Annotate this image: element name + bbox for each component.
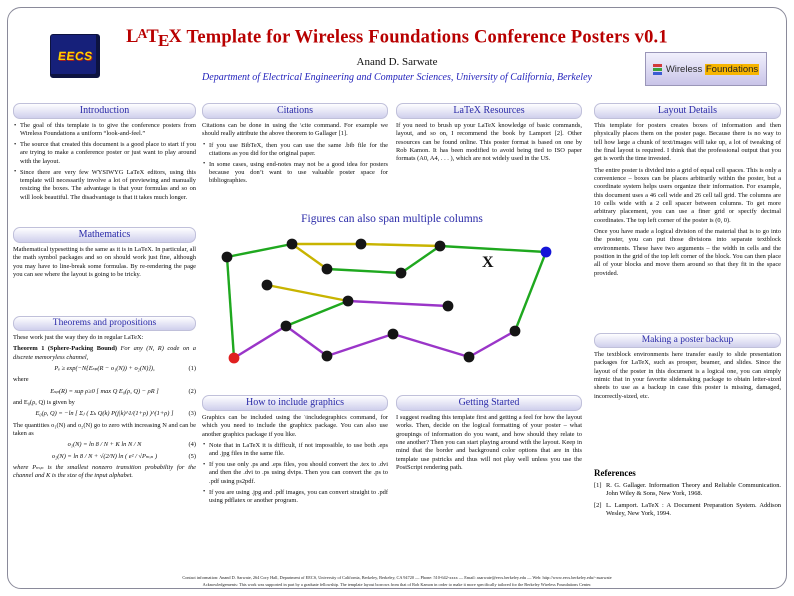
references-header: References	[594, 468, 636, 478]
theorems-where: where	[13, 376, 29, 384]
latex-logo: LATEX	[126, 26, 183, 51]
equation-2: Eₛₚ(R) = sup ρ≥0 [ max Q E₀(ρ, Q) − ρR ]…	[50, 387, 196, 395]
citations-header: Citations	[202, 103, 388, 119]
graphics-bullet: If you use only .ps and .eps files, you …	[202, 461, 388, 486]
layout-details-paragraph: Once you have made a logical division of…	[594, 227, 781, 277]
equation-5: o₂(N) = ln 8 / N + √(2/N) ln ( e² / √Pₘᵢ…	[51, 452, 196, 460]
box-getting-started: Getting Started I suggest reading this t…	[396, 395, 582, 475]
introduction-header: Introduction	[13, 103, 196, 119]
poster-backup-text: The textblock environments here transfer…	[594, 351, 781, 400]
theorems-intro: These work just the way they do in regul…	[13, 334, 144, 341]
layout-details-header: Layout Details	[594, 103, 781, 119]
equation-1: Pₑ ≥ exp(−N{Eₛₚ(R − o₁(N)) + o₂(N)}),(1)	[54, 364, 196, 372]
box-latex-resources: LaTeX Resources If you need to brush up …	[396, 103, 582, 167]
mathematics-header: Mathematics	[13, 227, 196, 243]
box-mathematics: Mathematics Mathematical typesetting is …	[13, 227, 196, 282]
author-name: Anand D. Sarwate	[356, 56, 438, 68]
theorems-footnote: where Pₘᵢₙ is the smallest nonzero trans…	[13, 463, 196, 480]
graphics-header: How to include graphics	[202, 395, 388, 411]
citations-text: Citations can be done in using the \cite…	[202, 122, 388, 138]
wf-logo-text: Wireless Foundations	[665, 63, 760, 75]
eecs-logo: EECS	[50, 34, 100, 78]
layout-details-paragraph: This template for posters creates boxes …	[594, 122, 781, 163]
wf-logo-mosaic-icon	[652, 63, 662, 75]
graphics-text: Graphics can be included using the \incl…	[202, 414, 388, 438]
intro-bullet: The source that created this document is…	[13, 141, 196, 166]
mathematics-text: Mathematical typesetting is the same as …	[13, 246, 196, 278]
layout-details-paragraph: The entire poster is divided into a grid…	[594, 166, 781, 224]
equation-4: o₁(N) = ln 8 / N + K ln N / N(4)	[67, 441, 196, 449]
theorems-quantities: The quantities o₁(N) and o₂(N) go to zer…	[13, 421, 196, 437]
graph-figure: X	[212, 234, 574, 386]
box-poster-backup: Making a poster backup The textblock env…	[594, 333, 781, 404]
author-affiliation: Department of Electrical Engineering and…	[202, 72, 592, 83]
graphics-bullet: If you are using .jpg and .pdf images, y…	[202, 488, 388, 506]
figures-banner: Figures can also span multiple columns	[301, 213, 483, 225]
citations-bullet: In some cases, using end-notes may not b…	[202, 160, 388, 186]
theorems-and: and E₀(ρ, Q) is given by	[13, 398, 75, 406]
svg-text:X: X	[482, 254, 494, 271]
citations-bullet: If you use BibTeX, then you can use the …	[202, 141, 388, 159]
reference-entry: [1] R. G. Gallager. Information Theory a…	[594, 482, 781, 498]
latex-resources-text: If you need to brush up your LaTeX knowl…	[396, 122, 582, 163]
getting-started-header: Getting Started	[396, 395, 582, 411]
theorem-statement: Theorem 1 (Sphere-Packing Bound) For any…	[13, 345, 196, 361]
box-theorems: Theorems and propositions These work jus…	[13, 316, 196, 484]
box-citations: Citations Citations can be done in using…	[202, 103, 388, 188]
footer-acknowledgements-line: Acknowledgements: This work was supporte…	[202, 582, 592, 587]
poster-title-text: Template for Wireless Foundations Confer…	[182, 27, 668, 48]
box-references: References [1] R. G. Gallager. Informati…	[594, 468, 781, 521]
graphics-bullet: Note that in LaTeX it is difficult, if n…	[202, 441, 388, 459]
eecs-logo-text: EECS	[56, 49, 94, 63]
box-layout-details: Layout Details This template for posters…	[594, 103, 781, 281]
reference-entry: [2] L. Lamport. LaTeX : A Document Prepa…	[594, 501, 781, 517]
box-graphics: How to include graphics Graphics can be …	[202, 395, 388, 508]
graph-figure-svg: X	[221, 238, 552, 364]
footer-contact-line: Contact information: Anand D. Sarwate, 2…	[182, 575, 612, 580]
poster-backup-header: Making a poster backup	[594, 333, 781, 348]
poster-title: LATEX Template for Wireless Foundations …	[105, 26, 689, 51]
latex-resources-header: LaTeX Resources	[396, 103, 582, 119]
intro-bullet: Since there are very few WYSIWYG LaTeX e…	[13, 168, 196, 202]
box-introduction: Introduction The goal of this template i…	[13, 103, 196, 204]
intro-bullet: The goal of this template is to give the…	[13, 122, 196, 139]
getting-started-text: I suggest reading this template first an…	[396, 414, 582, 471]
wireless-foundations-logo: Wireless Foundations	[645, 52, 767, 86]
equation-3: E₀(ρ, Q) = −ln [ Σⱼ ( Σₖ Q(k) P(j|k)^1/(…	[35, 410, 196, 418]
theorems-header: Theorems and propositions	[13, 316, 196, 331]
